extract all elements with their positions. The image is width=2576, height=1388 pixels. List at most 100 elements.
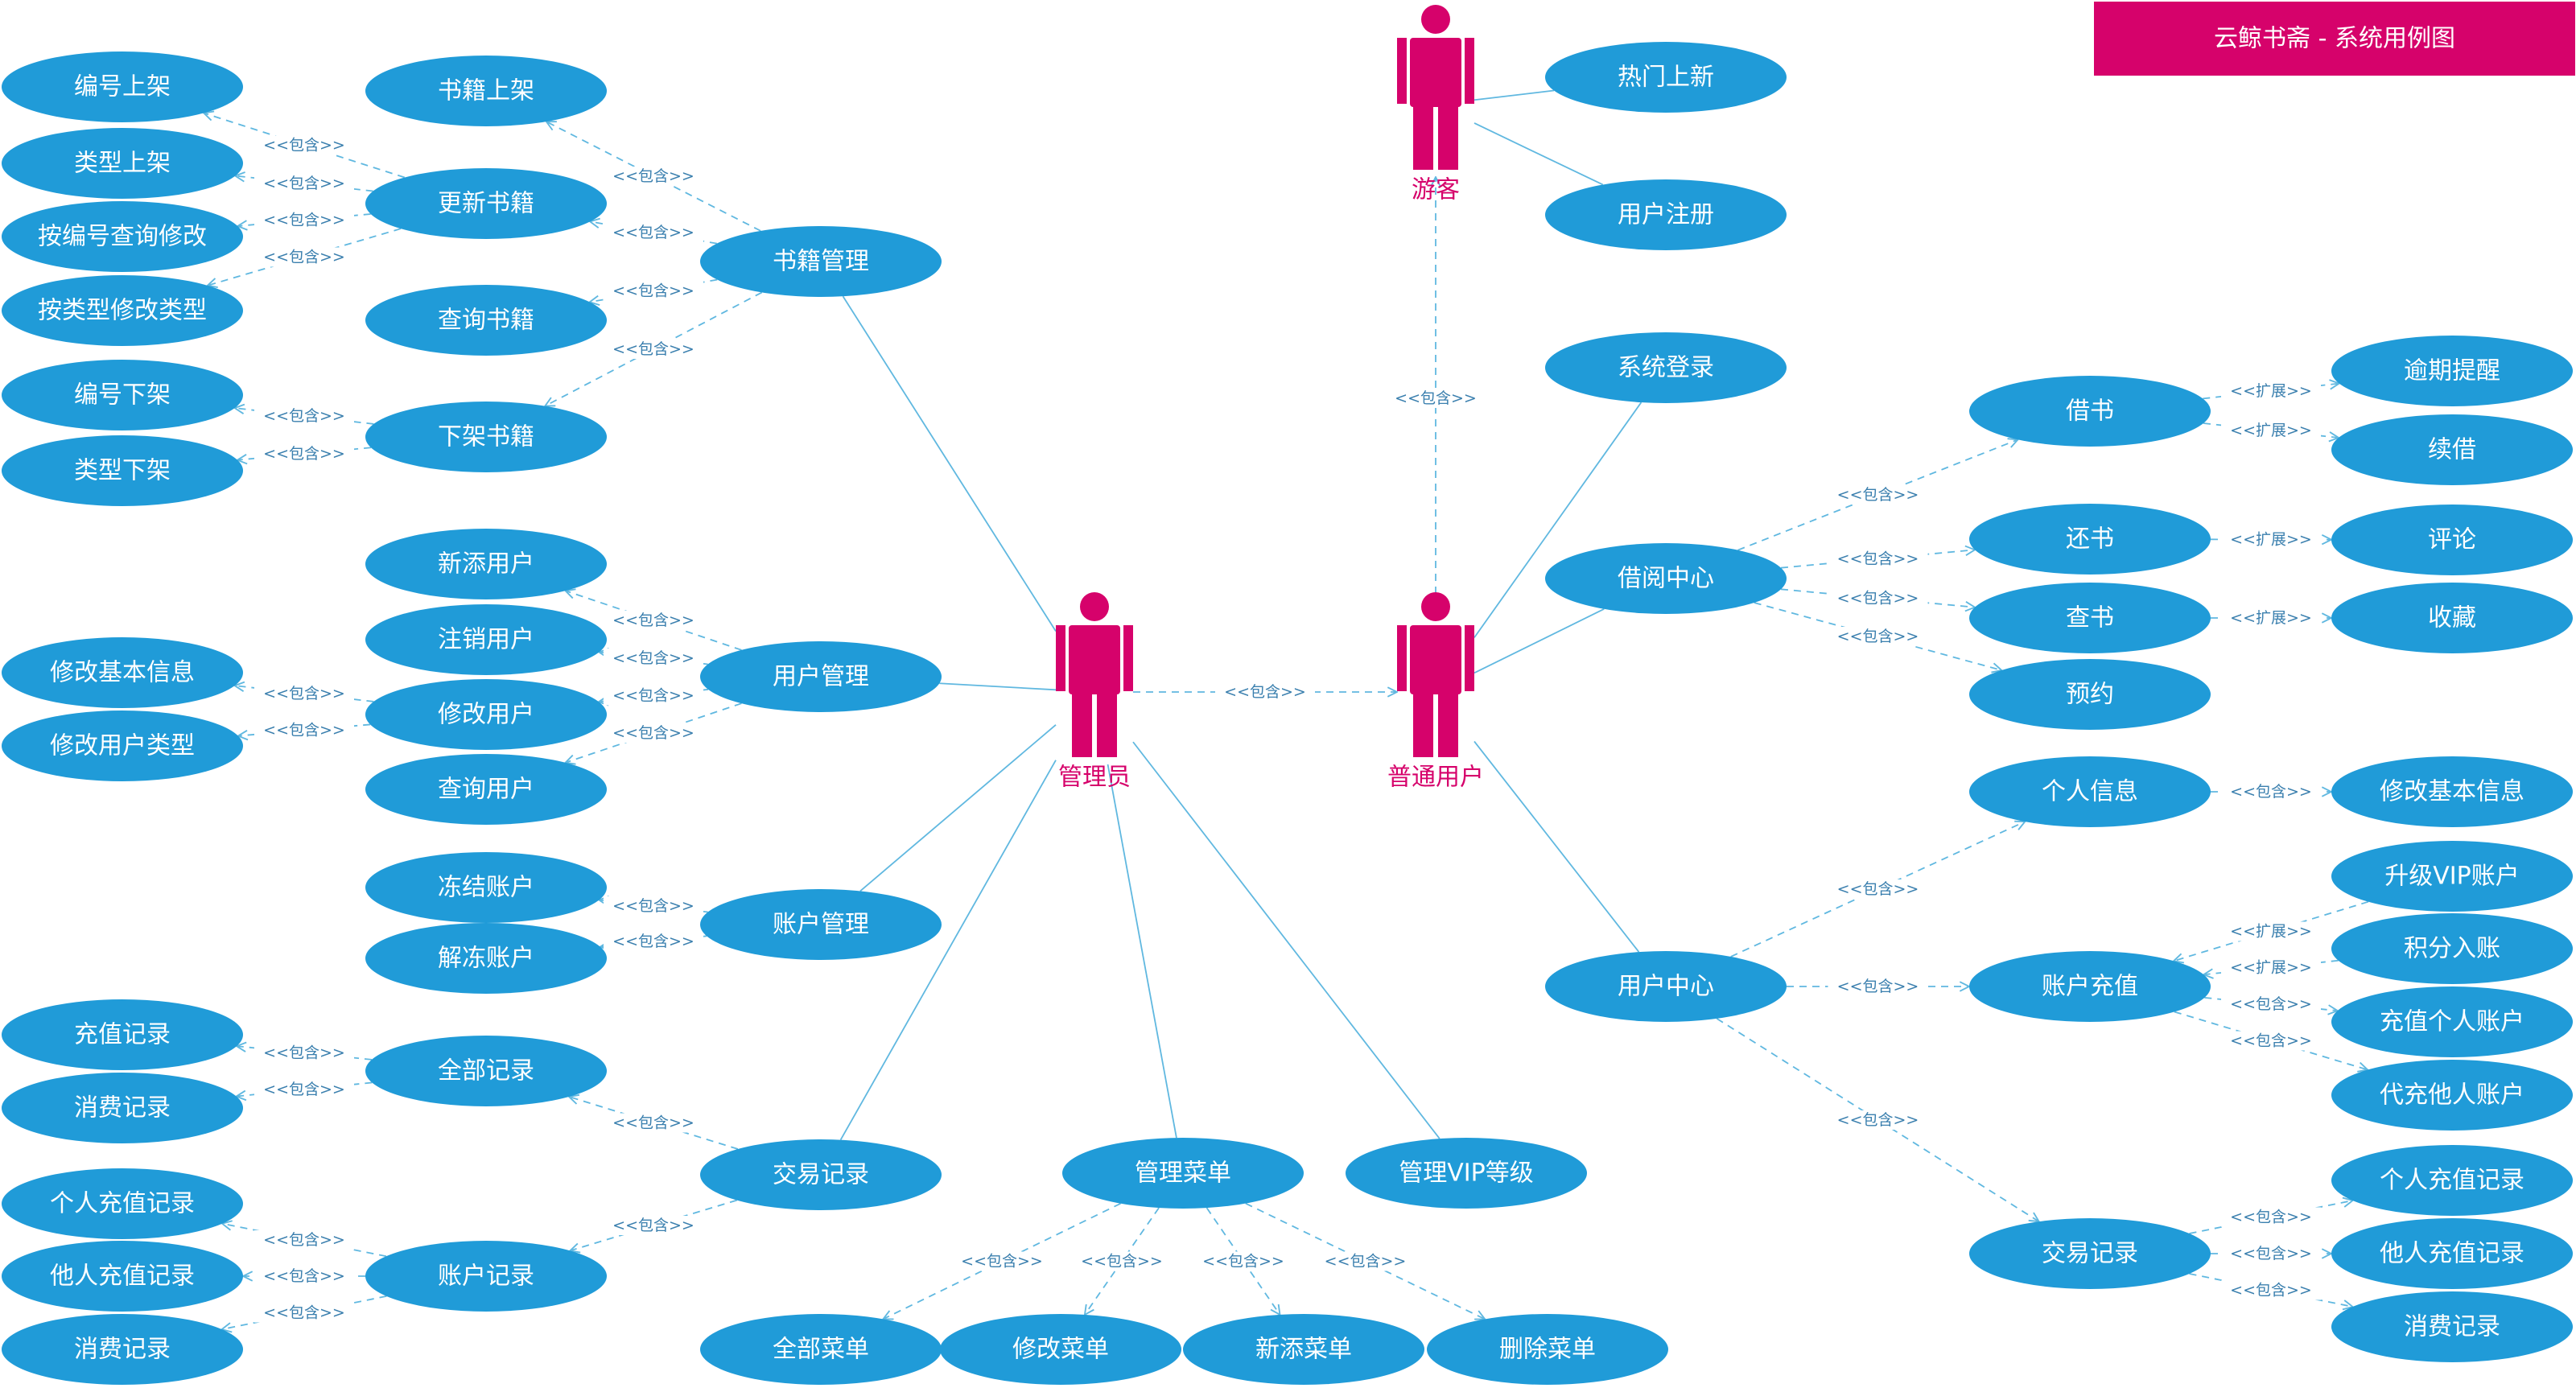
- usecase-trcz-u[interactable]: 他人充值记录: [2331, 1218, 2573, 1289]
- usecase-xz-yh[interactable]: 新添用户: [365, 529, 607, 599]
- usecase-abh-cx[interactable]: 按编号查询修改: [2, 201, 243, 272]
- usecase-grcz-u[interactable]: 个人充值记录: [2331, 1145, 2573, 1216]
- usecase-ellipse: [1183, 1314, 1424, 1385]
- usecase-grcz-a[interactable]: 个人充值记录: [2, 1168, 243, 1239]
- edge-label: <<包含>>: [612, 1217, 694, 1234]
- edge-label: <<包含>>: [961, 1253, 1043, 1271]
- include-edge: <<包含>>: [599, 649, 708, 668]
- edge-label-bg: [604, 340, 703, 359]
- usecase-yq-tx[interactable]: 逾期提醒: [2331, 336, 2573, 406]
- edge-label: <<包含>>: [1202, 1253, 1284, 1271]
- include-edge: <<包含>>: [237, 1044, 373, 1063]
- association-edge: [842, 295, 1057, 632]
- usecase-cha-shu[interactable]: 查书: [1969, 583, 2211, 653]
- usecase-ellipse: [1969, 376, 2211, 447]
- include-edge: <<包含>>: [235, 406, 374, 426]
- usecase-ellipse: [1427, 1314, 1668, 1385]
- include-edge: <<包含>>: [238, 720, 371, 740]
- usecase-label: 用户注册: [1618, 201, 1714, 229]
- usecase-xt-dl[interactable]: 系统登录: [1545, 332, 1787, 403]
- edge-label-bg: [254, 247, 354, 267]
- include-edge: <<包含>>: [237, 444, 372, 463]
- usecase-trcz-a[interactable]: 他人充值记录: [2, 1241, 243, 1312]
- usecase-ellipse: [1545, 179, 1787, 250]
- usecase-label: 他人充值记录: [2380, 1240, 2524, 1268]
- edge-label: <<包含>>: [612, 340, 694, 358]
- usecase-xu-jie[interactable]: 续借: [2331, 414, 2573, 485]
- usecase-lx-xj[interactable]: 类型下架: [2, 435, 243, 506]
- usecase-gx-sj[interactable]: 更新书籍: [365, 168, 607, 239]
- actor-guest[interactable]: 游客: [1397, 5, 1474, 204]
- edge-label-bg: [254, 210, 354, 230]
- usecase-label: 全部菜单: [773, 1336, 869, 1364]
- usecase-label: 下架书籍: [438, 423, 534, 451]
- usecase-ping-lun[interactable]: 评论: [2331, 505, 2573, 575]
- usecase-gr-xx[interactable]: 个人信息: [1969, 756, 2211, 827]
- usecase-bh-xj[interactable]: 编号下架: [2, 360, 243, 430]
- usecase-huan-shu[interactable]: 还书: [1969, 504, 2211, 575]
- usecase-cx-sj[interactable]: 查询书籍: [365, 285, 607, 356]
- actor-admin[interactable]: 管理员: [1056, 592, 1133, 792]
- usecase-ellipse: [1969, 951, 2211, 1022]
- edge-label: <<包含>>: [263, 212, 345, 229]
- edge-label-bg: [1386, 389, 1486, 408]
- actor-user[interactable]: 普通用户: [1387, 592, 1484, 792]
- usecase-cz-jl-a[interactable]: 充值记录: [2, 999, 243, 1070]
- usecase-ellipse: [1545, 42, 1787, 113]
- usecase-gl-cd[interactable]: 管理菜单: [1062, 1138, 1304, 1209]
- usecase-sj-vip[interactable]: 升级VIP账户: [2331, 841, 2573, 912]
- usecase-label: 代充他人账户: [2380, 1081, 2524, 1110]
- usecase-zh-cz[interactable]: 账户充值: [1969, 951, 2211, 1022]
- usecase-xf-jl-u[interactable]: 消费记录: [2331, 1291, 2573, 1362]
- usecase-zx-yh[interactable]: 注销用户: [365, 604, 607, 675]
- usecase-xf-jl-b[interactable]: 消费记录: [2, 1314, 243, 1385]
- usecase-xt-cd[interactable]: 新添菜单: [1183, 1314, 1424, 1385]
- usecase-xg-cd[interactable]: 修改菜单: [940, 1314, 1181, 1385]
- usecase-xg-jb-a[interactable]: 修改基本信息: [2, 637, 243, 708]
- edge-label: <<扩展>>: [2230, 531, 2312, 549]
- usecase-cz-gr[interactable]: 充值个人账户: [2331, 986, 2573, 1057]
- usecase-jy-jl-a[interactable]: 交易记录: [700, 1139, 942, 1210]
- usecase-qb-cd[interactable]: 全部菜单: [700, 1314, 942, 1385]
- usecase-label: 新添菜单: [1255, 1336, 1352, 1364]
- usecase-zh-jl[interactable]: 账户记录: [365, 1241, 607, 1312]
- include-edge: <<包含>>: [2204, 995, 2337, 1014]
- usecase-jy-zx[interactable]: 借阅中心: [1545, 543, 1787, 614]
- usecase-sj-gl[interactable]: 书籍管理: [700, 226, 942, 297]
- usecase-lx-sj[interactable]: 类型上架: [2, 128, 243, 199]
- usecase-sj-sj[interactable]: 书籍上架: [365, 56, 607, 126]
- usecase-dc-tr[interactable]: 代充他人账户: [2331, 1060, 2573, 1131]
- usecase-xg-yh[interactable]: 修改用户: [365, 679, 607, 750]
- usecase-bh-sj[interactable]: 编号上架: [2, 51, 243, 122]
- usecase-qb-jl[interactable]: 全部记录: [365, 1036, 607, 1106]
- usecase-label: 查询用户: [438, 776, 534, 804]
- usecase-xg-jb-u[interactable]: 修改基本信息: [2331, 756, 2573, 827]
- usecase-gl-vip[interactable]: 管理VIP等级: [1346, 1138, 1587, 1209]
- usecase-zh-gl[interactable]: 账户管理: [700, 889, 942, 960]
- usecase-yu-yue[interactable]: 预约: [1969, 659, 2211, 730]
- usecase-jy-jl-u[interactable]: 交易记录: [1969, 1218, 2211, 1289]
- usecase-yh-zc[interactable]: 用户注册: [1545, 179, 1787, 250]
- usecase-shou-cang[interactable]: 收藏: [2331, 583, 2573, 653]
- include-edge: <<包含>>: [600, 932, 707, 951]
- extend-edge: <<扩展>>: [2203, 421, 2339, 440]
- usecase-xg-lx[interactable]: 修改用户类型: [2, 710, 243, 781]
- usecase-yh-gl[interactable]: 用户管理: [700, 641, 942, 712]
- usecase-jf-rz[interactable]: 积分入账: [2331, 913, 2573, 984]
- usecase-jd-zh[interactable]: 解冻账户: [365, 923, 607, 994]
- usecase-yh-zx[interactable]: 用户中心: [1545, 951, 1787, 1022]
- usecase-jie-shu[interactable]: 借书: [1969, 376, 2211, 447]
- edge-label-bg: [254, 1266, 354, 1286]
- edge-label-bg: [2221, 1207, 2321, 1227]
- usecase-sc-cd[interactable]: 删除菜单: [1427, 1314, 1668, 1385]
- usecase-xj-sj[interactable]: 下架书籍: [365, 402, 607, 472]
- usecase-xf-jl-a[interactable]: 消费记录: [2, 1073, 243, 1143]
- usecase-cx-yh[interactable]: 查询用户: [365, 754, 607, 825]
- include-edge: <<包含>>: [2174, 1011, 2368, 1069]
- usecase-dj-zh[interactable]: 冻结账户: [365, 852, 607, 923]
- usecase-alx-xg[interactable]: 按类型修改类型: [2, 275, 243, 346]
- edge-label-bg: [604, 686, 703, 706]
- usecase-rm-sx[interactable]: 热门上新: [1545, 42, 1787, 113]
- include-edge: <<包含>>: [2189, 1201, 2352, 1234]
- association-edge: [1132, 741, 1440, 1139]
